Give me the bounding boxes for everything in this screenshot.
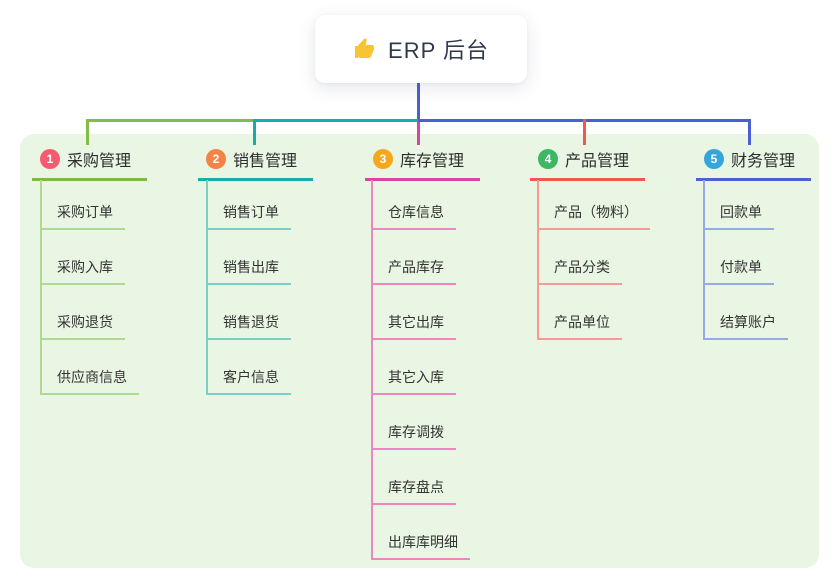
node-item[interactable]: 客户信息 [206, 368, 291, 395]
node-item[interactable]: 采购订单 [40, 203, 125, 230]
branch-title-finance[interactable]: 5 财务管理 [696, 147, 812, 181]
node-item[interactable]: 付款单 [703, 258, 774, 285]
node-item[interactable]: 销售退货 [206, 313, 291, 340]
connector-drop-sales [253, 119, 256, 145]
node-item[interactable]: 采购退货 [40, 313, 125, 340]
node-item[interactable]: 出库库明细 [371, 533, 470, 560]
node-item[interactable]: 供应商信息 [40, 368, 139, 395]
branch-connector-line [537, 180, 539, 340]
connector-bus-teal [253, 119, 418, 122]
branch-number-badge: 1 [40, 149, 60, 169]
node-item[interactable]: 销售订单 [206, 203, 291, 230]
root-node[interactable]: ERP 后台 [315, 15, 527, 83]
branch-title-label: 财务管理 [731, 153, 796, 170]
branch-title-purchase[interactable]: 1 采购管理 [32, 147, 148, 181]
node-item[interactable]: 产品单位 [537, 313, 622, 340]
connector-drop-inventory [417, 119, 420, 145]
node-item[interactable]: 产品分类 [537, 258, 622, 285]
branch-connector-line [703, 180, 705, 340]
connector-drop-product [583, 119, 586, 145]
node-item[interactable]: 回款单 [703, 203, 774, 230]
connector-bus-green [86, 119, 253, 122]
branch-title-label: 产品管理 [565, 153, 630, 170]
branch-title-inventory[interactable]: 3 库存管理 [365, 147, 481, 181]
connector-drop-finance [748, 119, 751, 145]
connector-drop-purchase [86, 119, 89, 145]
node-item[interactable]: 其它入库 [371, 368, 456, 395]
branch-number-badge: 5 [704, 149, 724, 169]
branch-title-label: 采购管理 [67, 153, 132, 170]
branches-panel [20, 134, 819, 568]
branch-title-product[interactable]: 4 产品管理 [530, 147, 646, 181]
node-item[interactable]: 仓库信息 [371, 203, 456, 230]
branch-title-label: 库存管理 [400, 153, 465, 170]
node-item[interactable]: 产品库存 [371, 258, 456, 285]
node-item[interactable]: 采购入库 [40, 258, 125, 285]
connector-root-drop [417, 83, 420, 122]
node-item[interactable]: 产品（物料） [537, 203, 650, 230]
branch-connector-line [371, 180, 373, 560]
node-item[interactable]: 结算账户 [703, 313, 788, 340]
branch-number-badge: 4 [538, 149, 558, 169]
node-item[interactable]: 库存调拨 [371, 423, 456, 450]
node-item[interactable]: 其它出库 [371, 313, 456, 340]
node-item[interactable]: 库存盘点 [371, 478, 456, 505]
branch-title-sales[interactable]: 2 销售管理 [198, 147, 314, 181]
thumbs-up-icon [355, 38, 375, 58]
branch-number-badge: 3 [373, 149, 393, 169]
branch-connector-line [40, 180, 42, 395]
branch-number-badge: 2 [206, 149, 226, 169]
node-item[interactable]: 销售出库 [206, 258, 291, 285]
branch-connector-line [206, 180, 208, 395]
branch-title-label: 销售管理 [233, 153, 298, 170]
root-title: ERP 后台 [388, 38, 489, 63]
